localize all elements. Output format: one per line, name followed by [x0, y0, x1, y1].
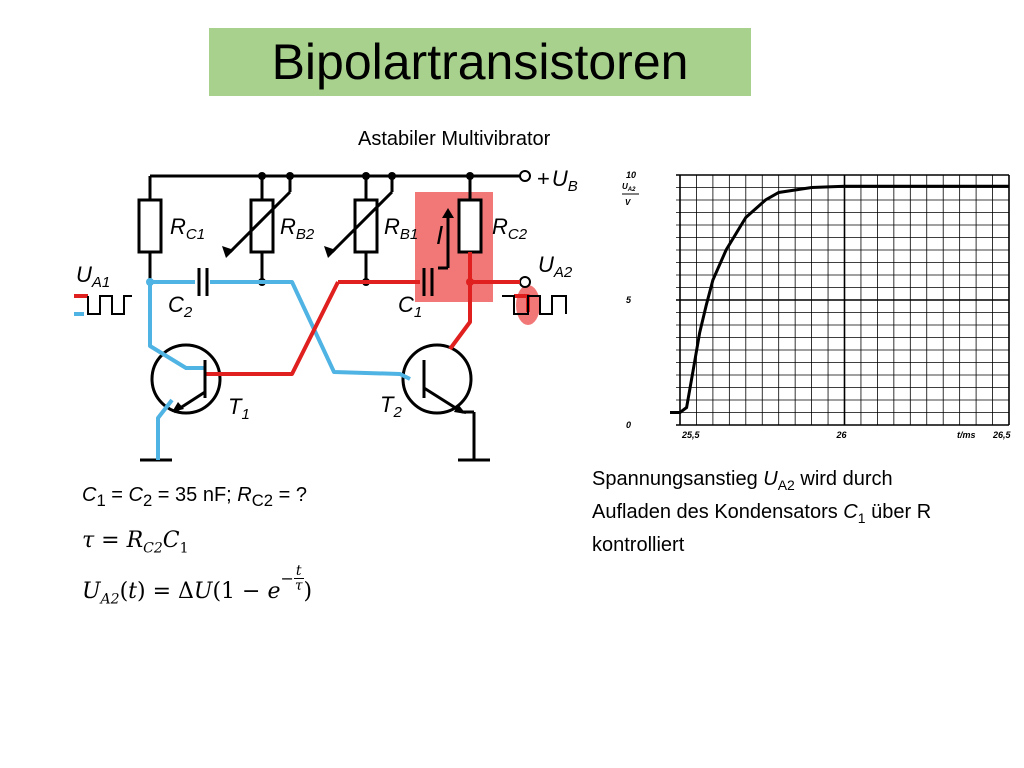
- svg-text:UA2: UA2: [622, 182, 636, 193]
- circuit-subtitle: Astabiler Multivibrator: [358, 128, 551, 150]
- tau-formula: τ = RC2C1: [82, 528, 189, 557]
- label-rc1: RC1: [170, 214, 205, 243]
- title-banner: Bipolartransistoren: [209, 28, 751, 96]
- label-supply: +UB: [537, 166, 578, 195]
- label-ua2: UA2: [538, 252, 573, 281]
- label-c1: C1: [398, 292, 422, 321]
- x-unit-label: t/ms: [957, 430, 976, 440]
- description-text: Spannungsanstieg UA2 wird durch Aufladen…: [592, 468, 932, 556]
- svg-text:V: V: [625, 198, 631, 207]
- y-tick-label: 5: [626, 295, 632, 305]
- voltage-rise-chart: 10 5 0 25,5 26 26,5 t/ms UA2 V: [622, 170, 1012, 440]
- ua2-curve: [670, 184, 1009, 414]
- y-tick-label: 0: [626, 420, 631, 430]
- x-tick-label: 26,5: [992, 430, 1012, 440]
- multivibrator-circuit: RC1 RB2 RB1 RC2 I C2 C1 T1 T2 UA1 UA2 +U…: [74, 166, 578, 462]
- y-unit-label: UA2 V: [622, 182, 639, 207]
- y-tick-label: 10: [626, 170, 636, 180]
- x-tick-label: 25,5: [681, 430, 701, 440]
- label-ua1: UA1: [76, 262, 110, 291]
- label-current: I: [436, 220, 443, 250]
- label-c2: C2: [168, 292, 193, 321]
- x-tick-label: 26: [836, 430, 848, 440]
- slide-title: Bipolartransistoren: [271, 34, 689, 90]
- label-t2: T2: [380, 392, 402, 421]
- given-values: C1 = C2 = 35 nF; RC2 = ?: [82, 484, 307, 510]
- label-rb1: RB1: [384, 214, 418, 243]
- label-rc2: RC2: [492, 214, 528, 243]
- chart-grid: [676, 174, 1010, 426]
- label-rb2: RB2: [280, 214, 315, 243]
- label-t1: T1: [228, 394, 250, 423]
